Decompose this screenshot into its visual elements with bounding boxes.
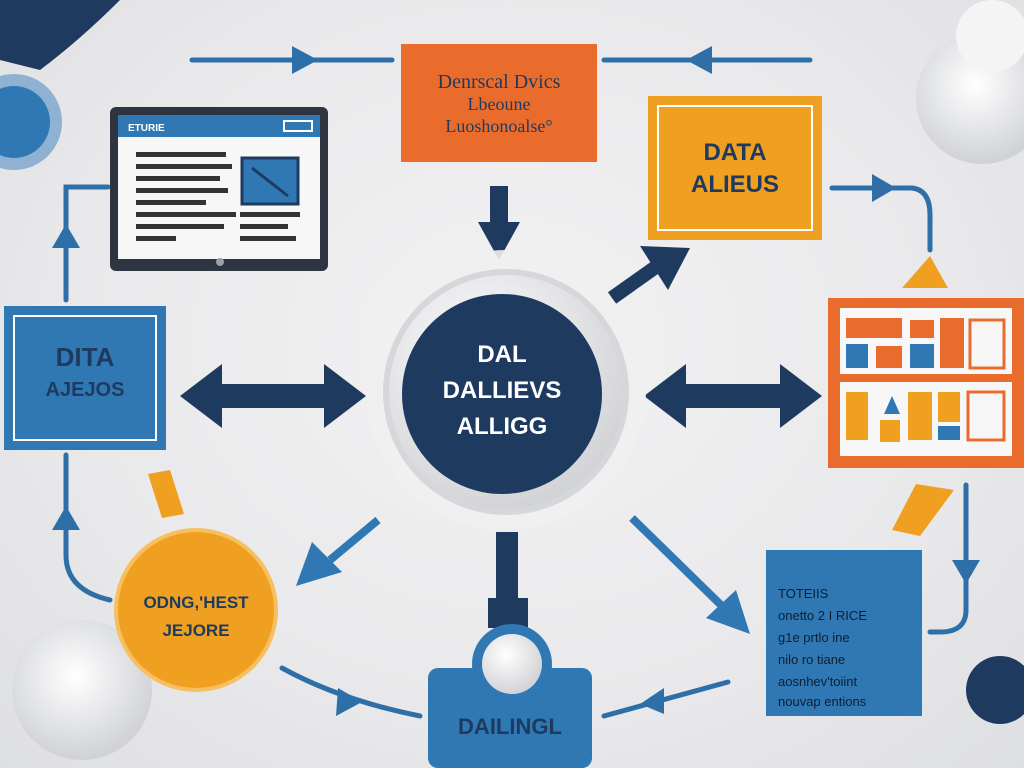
center-line-1: DAL [477, 341, 526, 368]
diagonal-arrow-icon [296, 516, 381, 586]
arrow-icon [336, 688, 362, 716]
arrow-icon [686, 46, 712, 74]
center-node [402, 294, 602, 494]
bottom-left-circle-line-2: JEJORE [162, 621, 229, 640]
info-line-2: onetto 2 I RICE [778, 608, 867, 623]
corner-circle-left-inner [0, 86, 50, 158]
top-banner-line-2: Lbeoune [468, 94, 531, 114]
data-alieus-line-1: DATA [703, 139, 766, 166]
bottom-center-label: DAILINGL [458, 714, 562, 739]
arrow-icon [872, 174, 896, 202]
info-line-3: g1e prtlo ine [778, 630, 850, 645]
center-line-2: DALLIEVS [443, 377, 562, 404]
info-box [766, 550, 922, 716]
center-line-3: ALLIGG [457, 413, 548, 440]
left-data-box [4, 306, 166, 450]
browser-tab-label: ETURIE [128, 123, 165, 134]
triangle-marker [902, 256, 948, 288]
orb-top-right-small [956, 0, 1024, 72]
diagonal-arrow-icon [607, 246, 690, 304]
database-icon [428, 624, 592, 768]
dashboard-grid-icon [828, 298, 1024, 468]
browser-window-icon: ETURIE [110, 107, 328, 271]
top-banner-line-1: Denrscal Dvics [438, 71, 561, 93]
info-line-4: nilo ro tiane [778, 652, 845, 667]
circle-bottom-right [966, 656, 1024, 724]
center-stem [496, 532, 518, 602]
info-line-1: TOTEIIS [778, 586, 829, 601]
data-alieus-box [648, 96, 822, 240]
arrow-icon [52, 506, 80, 530]
double-arrow-icon-left [180, 364, 366, 428]
amber-tab-left [148, 470, 184, 518]
arrowheads [52, 46, 980, 716]
info-line-6: nouvap entions [778, 694, 867, 709]
double-arrow-icon-right [644, 364, 822, 428]
bottom-left-circle-line-1: ODNG,'HEST [143, 593, 249, 612]
top-banner-line-3: Luoshonoalse° [445, 116, 552, 136]
center-stem-collar [488, 598, 528, 628]
orb-bottom-left [12, 620, 152, 760]
corner-arc-top-left [0, 0, 120, 70]
data-alieus-line-2: ALIEUS [691, 171, 779, 198]
info-line-5: aosnhev'toiint [778, 674, 857, 689]
arrow-icon [952, 560, 980, 584]
left-data-line-1: DITA [56, 342, 115, 372]
amber-tab-right [892, 484, 954, 536]
arrow-icon [292, 46, 318, 74]
arrow-icon [640, 688, 664, 714]
arrow-icon [52, 224, 80, 248]
top-banner-box [401, 44, 597, 162]
left-data-line-2: AJEJOS [46, 379, 125, 401]
bottom-left-circle-node [114, 528, 278, 692]
diagonal-arrow-icon [629, 515, 750, 634]
down-arrow-icon [478, 186, 520, 260]
